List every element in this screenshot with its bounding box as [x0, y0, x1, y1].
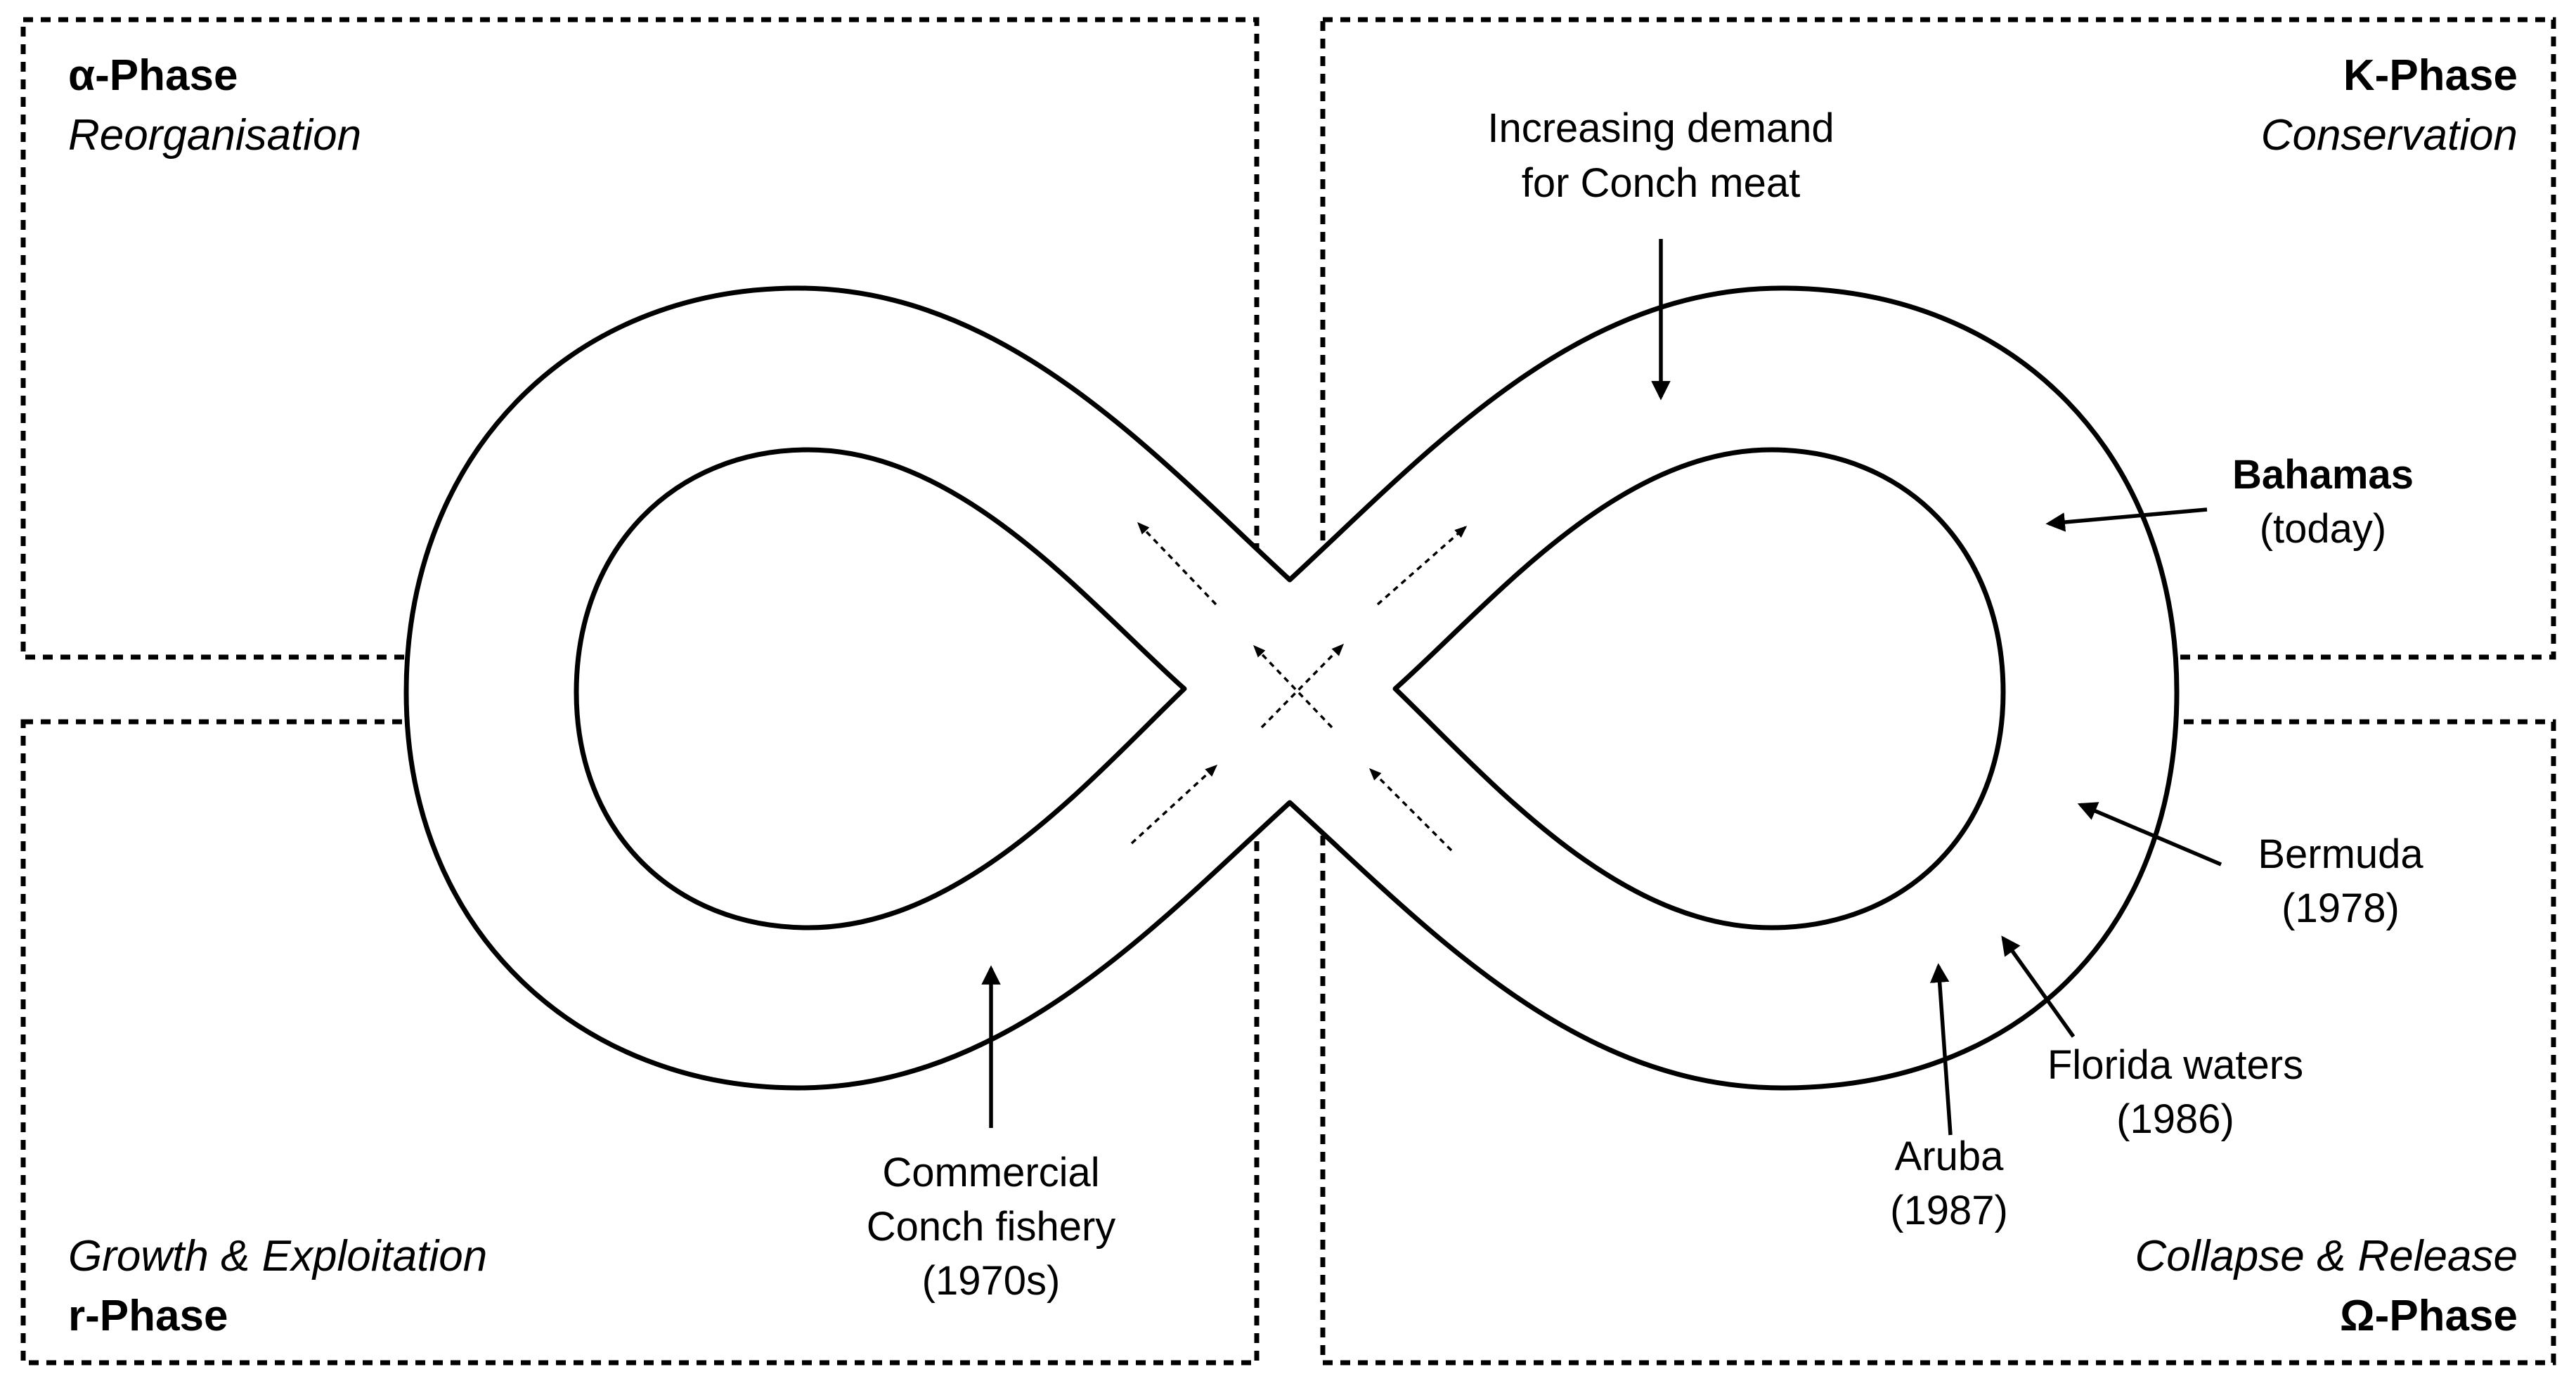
aruba-label: Aruba — [1895, 1134, 2005, 1179]
florida-label: Florida waters — [2047, 1042, 2303, 1088]
aruba-year: (1987) — [1890, 1188, 2008, 1233]
aruba-arrow — [1929, 963, 1953, 1136]
k-phase-title: K-Phase — [2343, 51, 2518, 100]
florida-arrow — [2001, 935, 2076, 1038]
bermuda-arrow — [2077, 802, 2222, 867]
dotted-arrow-lower-left — [1130, 765, 1218, 845]
alpha-phase-subtitle: Reorganisation — [68, 111, 361, 160]
dotted-arrow-center-b — [1260, 643, 1345, 729]
r-phase-title: r-Phase — [68, 1292, 228, 1340]
alpha-phase-box — [20, 17, 1260, 660]
demand-label-line2: for Conch meat — [1522, 160, 1801, 206]
demand-label-line1: Increasing demand — [1487, 105, 1834, 151]
bahamas-arrow — [2045, 507, 2208, 532]
r-phase-subtitle: Growth & Exploitation — [68, 1232, 487, 1280]
dotted-arrow-lower-right — [1368, 767, 1453, 852]
fishery-label-line2: Conch fishery — [867, 1204, 1116, 1250]
inner-right-lobe — [1392, 447, 2006, 930]
omega-phase-title: Ω-Phase — [2340, 1292, 2518, 1340]
fishery-label-line3: (1970s) — [922, 1258, 1061, 1304]
fishery-label-line1: Commercial — [882, 1150, 1099, 1195]
inner-left-lobe — [574, 447, 1187, 930]
bahamas-label: Bahamas — [2232, 452, 2414, 498]
florida-year: (1986) — [2116, 1096, 2234, 1142]
alpha-phase-title: α-Phase — [68, 51, 238, 100]
bermuda-label: Bermuda — [2258, 831, 2423, 877]
dotted-arrow-up-right — [1376, 526, 1468, 606]
k-phase-subtitle: Conservation — [2261, 111, 2518, 160]
bahamas-year: (today) — [2260, 506, 2387, 552]
bermuda-year: (1978) — [2281, 886, 2400, 931]
dotted-arrow-center-a — [1253, 644, 1333, 729]
dotted-arrow-up-left — [1137, 521, 1217, 606]
omega-phase-subtitle: Collapse & Release — [2135, 1232, 2518, 1280]
